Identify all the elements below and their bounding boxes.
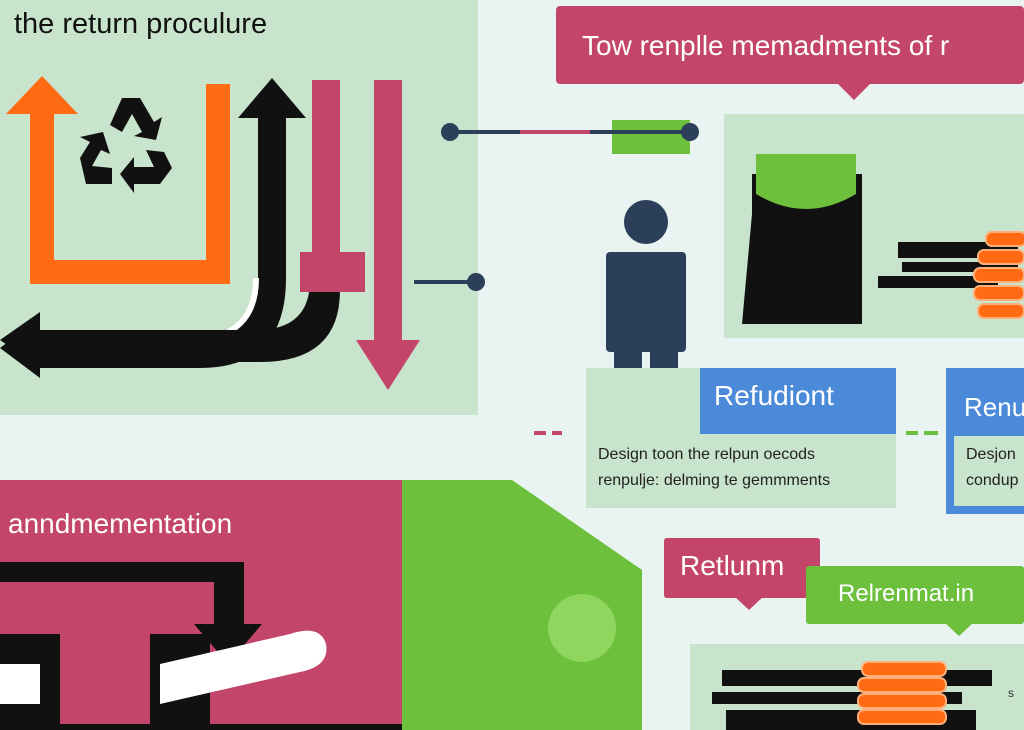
bottom-left-arrow — [0, 562, 420, 730]
bottom-right-char: s — [1008, 686, 1014, 700]
desc-left-line2: renpulje: delming te gemmments — [598, 472, 831, 489]
dash-left — [534, 431, 562, 435]
desc-right-line2: condup — [966, 472, 1019, 489]
page-title: the return proculure — [14, 8, 268, 40]
green-price-tag — [402, 480, 642, 730]
desc-right-line1: Desjon — [966, 446, 1016, 463]
dash-right — [906, 431, 938, 435]
connector-mid — [414, 273, 485, 291]
coin-stack-icon — [878, 231, 1024, 319]
bottom-left-title: anndmementation — [8, 508, 233, 539]
info-panel-right-body — [954, 436, 1024, 506]
desc-left-line1: Design toon the relpun oecods — [598, 446, 816, 463]
connector-top — [441, 120, 699, 154]
refinement-tag — [806, 566, 1024, 624]
black-arrow-left — [0, 260, 340, 368]
pink-down-arrow — [300, 80, 420, 390]
orange-return-arrow — [6, 76, 230, 284]
header-banner — [556, 6, 1024, 84]
banner-pointer — [836, 82, 872, 100]
refund-box-label: Refudiont — [714, 380, 834, 411]
recycle-icon — [80, 98, 172, 193]
shopping-bag-icon — [742, 154, 862, 324]
refund-box — [700, 368, 896, 434]
refinement-tag-label: Relrenmat.in — [838, 580, 975, 607]
return-tag-pointer — [734, 596, 764, 610]
return-tag — [664, 538, 820, 598]
banner-text: Tow renplle memadments of r — [582, 30, 950, 61]
return-tag-label: Retlunm — [680, 550, 785, 581]
refund-box-right-label: Renu — [964, 392, 1024, 422]
refinement-tag-pointer — [944, 622, 974, 636]
bottom-coin-stack-icon — [712, 661, 992, 730]
